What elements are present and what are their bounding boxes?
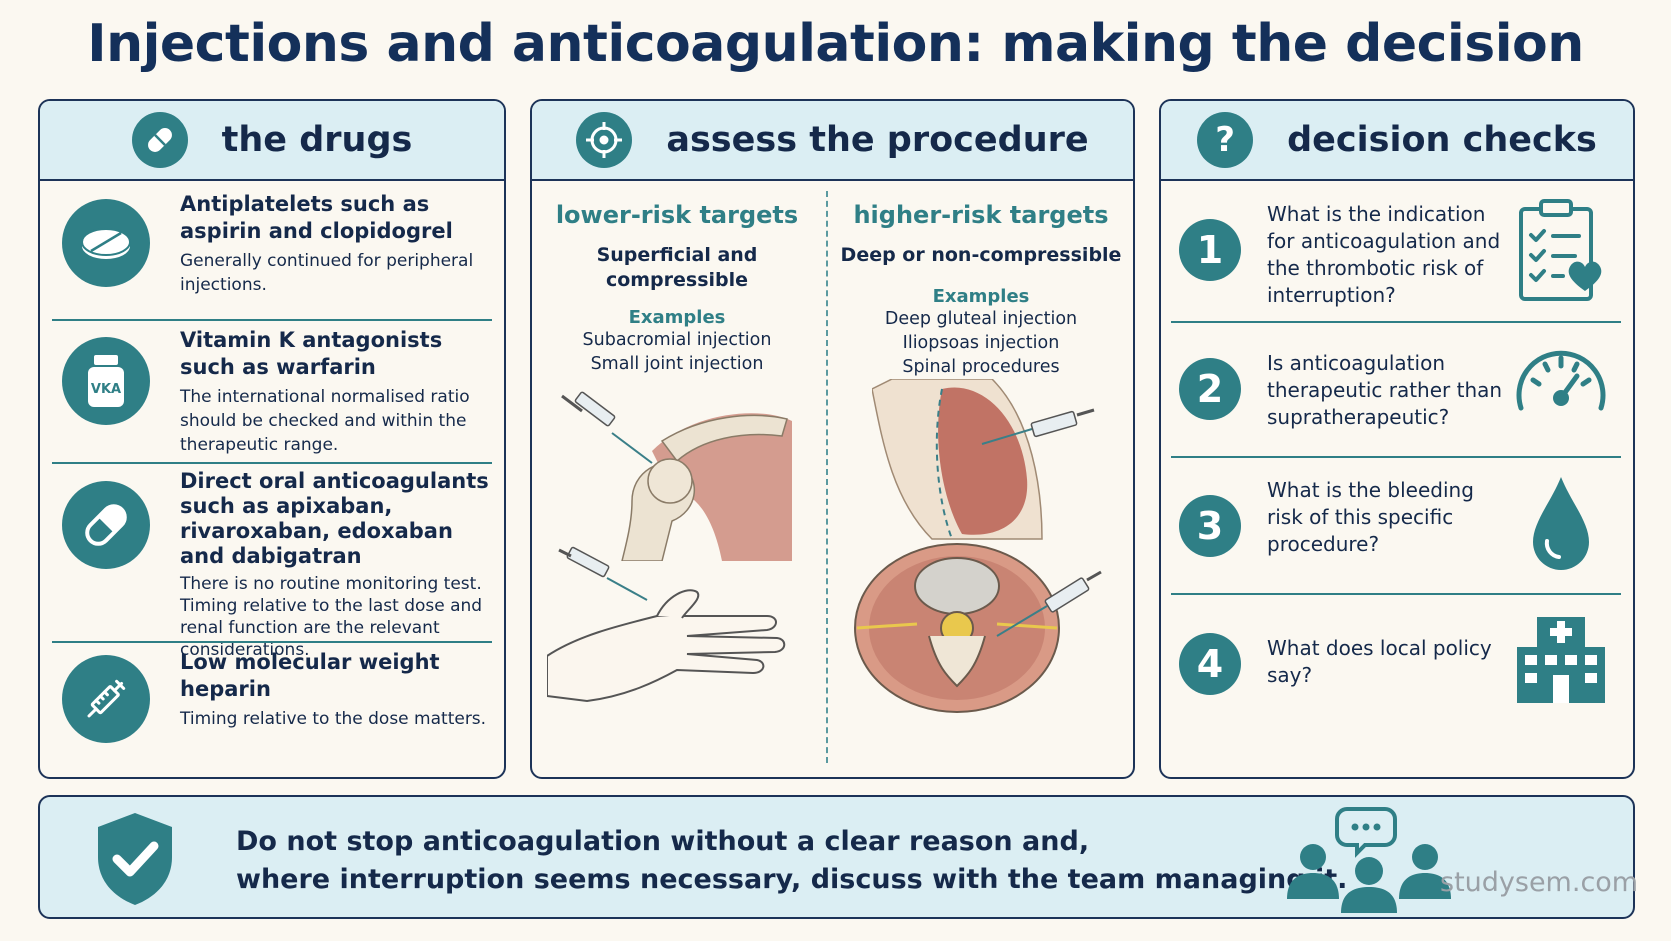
key-message-banner: Do not stop anticoagulation without a cl… [38,795,1639,919]
drug-text: Vitamin K antagonists such as warfarin T… [180,327,490,457]
medicine-bottle-icon: VKA [62,337,150,425]
syringe-icon [996,570,1102,637]
check-question: What is the bleeding risk of this specif… [1267,478,1474,556]
drug-text: Antiplatelets such as aspirin and clopid… [180,191,490,297]
higher-risk-example: Iliopsoas injection [902,333,1060,353]
drug-body: The international normalised ratio shoul… [180,387,470,455]
drug-text: Low molecular weight heparin Timing rela… [180,649,490,731]
higher-risk-heading: higher-risk targets [853,201,1109,229]
drug-title: Direct oral anticoagulants such as apixa… [180,469,489,568]
vka-label: VKA [91,382,121,397]
higher-risk-example: Spinal procedures [902,357,1060,377]
drug-title: Antiplatelets such as aspirin and clopid… [180,192,453,243]
checks-panel-header: ? decision checks [1161,101,1633,181]
page-title: Injections and anticoagulation: making t… [87,14,1584,74]
hospital-icon [1517,617,1605,703]
shoulder-injection-illustration [561,391,792,561]
check-question: Is anticoagulation therapeutic rather th… [1267,351,1503,429]
drug-body: There is no routine monitoring test. Tim… [180,574,483,660]
shield-check-icon [98,813,172,905]
check-item: 1 What is the indication for anticoagula… [1171,191,1621,321]
pill-icon [131,112,188,168]
lower-risk-heading: lower-risk targets [555,201,799,229]
check-item: 4 What does local policy say? [1171,601,1621,731]
check-divider [1171,456,1621,458]
drug-title: Low molecular weight heparin [180,650,440,701]
capsule-icon [62,481,150,569]
drugs-panel: the drugs Antiplatelets such as aspirin … [38,99,506,779]
check-number: 3 [1179,495,1241,557]
check-item: 2 Is anticoagulation therapeutic rather … [1171,326,1621,456]
tablet-icon [62,199,150,287]
drug-title: Vitamin K antagonists such as warfarin [180,328,443,379]
check-divider [1171,321,1621,323]
check-question: What does local policy say? [1267,636,1492,687]
target-icon [576,112,633,168]
checks-heading: decision checks [1287,120,1597,160]
question-mark: ? [1215,120,1235,160]
check-item: 3 What is the bleeding risk of this spec… [1171,463,1621,593]
procedure-panel: assess the procedure lower-risk targets … [530,99,1135,779]
blood-drop-icon [1533,477,1589,570]
check-number: 4 [1179,633,1241,695]
lower-risk-example: Small joint injection [590,354,764,374]
drug-divider [52,462,492,464]
drug-text: Direct oral anticoagulants such as apixa… [180,469,490,661]
lower-risk-description: Superficial and compressible [596,244,758,291]
procedure-panel-header: assess the procedure [532,101,1133,181]
drugs-heading: the drugs [221,120,413,160]
drug-body: Timing relative to the dose matters. [180,709,487,729]
higher-risk-description: Deep or non-compressible [840,244,1122,266]
lower-risk-example: Subacromial injection [582,330,772,350]
drugs-panel-header: the drugs [40,101,504,181]
brand-watermark: studysem.com [1440,867,1639,898]
column-divider [826,191,828,763]
gluteal-injection-illustration [872,379,1095,540]
drug-divider [52,319,492,321]
drug-divider [52,641,492,643]
question-icon: ? [1197,112,1254,168]
check-question: What is the indication for anticoagulati… [1267,202,1501,307]
syringe-icon [62,655,150,743]
higher-risk-example: Deep gluteal injection [884,309,1078,329]
check-number: 1 [1179,219,1241,281]
gauge-icon [1516,350,1606,411]
check-divider [1171,593,1621,595]
hand-injection-illustration [547,546,786,703]
clipboard-heart-icon [1519,199,1602,301]
lower-risk-column: lower-risk targets Superficial and compr… [532,201,822,376]
check-number: 2 [1179,358,1241,420]
banner-line-1: Do not stop anticoagulation without a cl… [236,826,1090,857]
syringe-icon [558,546,648,601]
syringe-icon [561,391,653,464]
team-discussion-icon [1287,807,1451,913]
banner-line-2: where interruption seems necessary, disc… [236,864,1348,895]
syringe-icon [981,408,1095,445]
checks-panel: ? decision checks 1 What is the indicati… [1159,99,1635,779]
higher-risk-column: higher-risk targets Deep or non-compress… [836,201,1126,379]
procedure-heading: assess the procedure [666,120,1089,160]
spinal-injection-illustration [854,543,1102,713]
higher-risk-examples-heading: Examples [932,286,1030,307]
lower-risk-examples-heading: Examples [628,307,726,328]
banner-text: Do not stop anticoagulation without a cl… [236,823,1347,899]
drug-body: Generally continued for peripheral injec… [180,251,474,295]
